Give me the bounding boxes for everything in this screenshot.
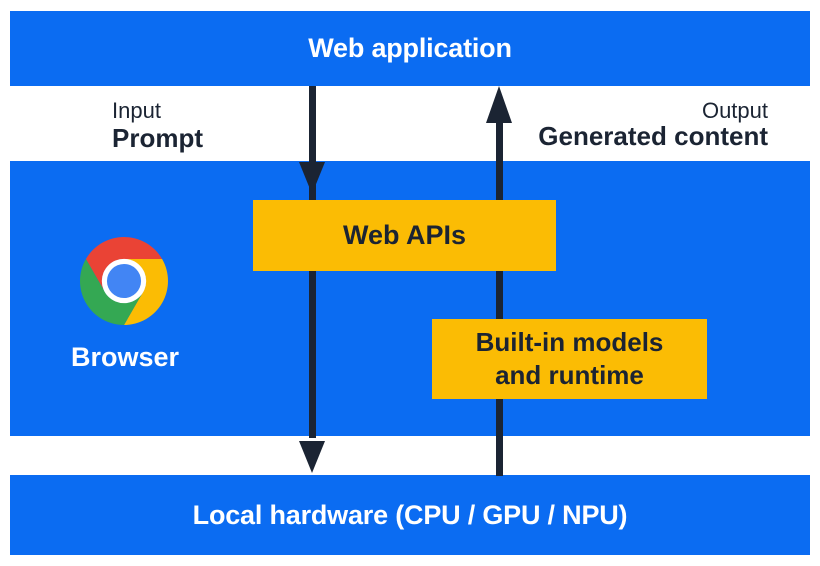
- web-apis-box: Web APIs: [253, 200, 556, 271]
- web-application-label: Web application: [308, 33, 512, 63]
- input-label: Input: [112, 98, 161, 123]
- builtin-models-box: Built-in models and runtime: [432, 319, 707, 399]
- web-apis-label: Web APIs: [342, 220, 467, 250]
- up-arrow-line: [496, 120, 503, 476]
- up-arrowhead-icon: [486, 86, 512, 123]
- output-label: Output: [701, 98, 768, 123]
- prompt-label: Prompt: [112, 123, 203, 153]
- local-hardware-band: Local hardware (CPU / GPU / NPU): [10, 475, 810, 555]
- browser-label: Browser: [70, 342, 180, 372]
- web-application-band: Web application: [10, 11, 810, 86]
- chrome-logo-icon: [80, 237, 168, 325]
- down-arrowhead-bottom-icon: [299, 441, 325, 473]
- builtin-models-label-line1: Built-in models: [475, 327, 664, 357]
- builtin-models-label-line2: and runtime: [495, 360, 644, 390]
- down-arrowhead-icon: [299, 162, 325, 194]
- local-hardware-label: Local hardware (CPU / GPU / NPU): [192, 499, 628, 530]
- generated-content-label: Generated content: [538, 121, 768, 151]
